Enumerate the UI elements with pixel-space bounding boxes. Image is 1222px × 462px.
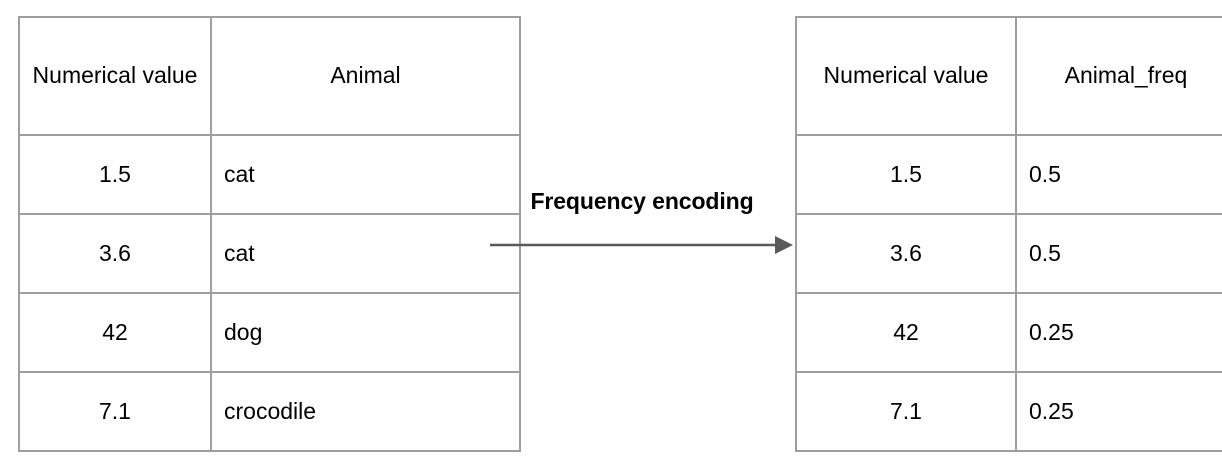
column-header-animal-freq: Animal_freq — [1015, 16, 1222, 136]
cell-animal: cat — [210, 213, 521, 294]
arrow-right-icon — [490, 236, 793, 254]
table-row: 3.6 cat — [18, 213, 521, 294]
cell-animal-freq: 0.5 — [1015, 213, 1222, 294]
table-header-row: Numerical value Animal — [18, 16, 521, 136]
cell-numerical-value: 42 — [18, 292, 212, 373]
output-table: Numerical value Animal_freq 1.5 0.5 3.6 … — [795, 16, 1222, 452]
cell-numerical-value: 1.5 — [795, 134, 1017, 215]
cell-animal-freq: 0.25 — [1015, 292, 1222, 373]
table-row: 42 dog — [18, 292, 521, 373]
input-table: Numerical value Animal 1.5 cat 3.6 cat 4… — [18, 16, 521, 452]
cell-animal-freq: 0.25 — [1015, 371, 1222, 452]
table-row: 1.5 cat — [18, 134, 521, 215]
cell-numerical-value: 7.1 — [18, 371, 212, 452]
cell-numerical-value: 3.6 — [795, 213, 1017, 294]
column-header-numerical-value: Numerical value — [795, 16, 1017, 136]
cell-animal: crocodile — [210, 371, 521, 452]
table-row: 42 0.25 — [795, 292, 1222, 373]
column-header-numerical-value: Numerical value — [18, 16, 212, 136]
cell-numerical-value: 42 — [795, 292, 1017, 373]
cell-animal-freq: 0.5 — [1015, 134, 1222, 215]
cell-animal: dog — [210, 292, 521, 373]
cell-animal: cat — [210, 134, 521, 215]
column-header-animal: Animal — [210, 16, 521, 136]
cell-numerical-value: 7.1 — [795, 371, 1017, 452]
arrow-label: Frequency encoding — [530, 188, 754, 214]
table-row: 7.1 crocodile — [18, 371, 521, 452]
transformation-arrow-group: Frequency encoding — [489, 188, 795, 260]
table-row: 3.6 0.5 — [795, 213, 1222, 294]
cell-numerical-value: 1.5 — [18, 134, 212, 215]
cell-numerical-value: 3.6 — [18, 213, 212, 294]
table-row: 1.5 0.5 — [795, 134, 1222, 215]
table-header-row: Numerical value Animal_freq — [795, 16, 1222, 136]
table-row: 7.1 0.25 — [795, 371, 1222, 452]
